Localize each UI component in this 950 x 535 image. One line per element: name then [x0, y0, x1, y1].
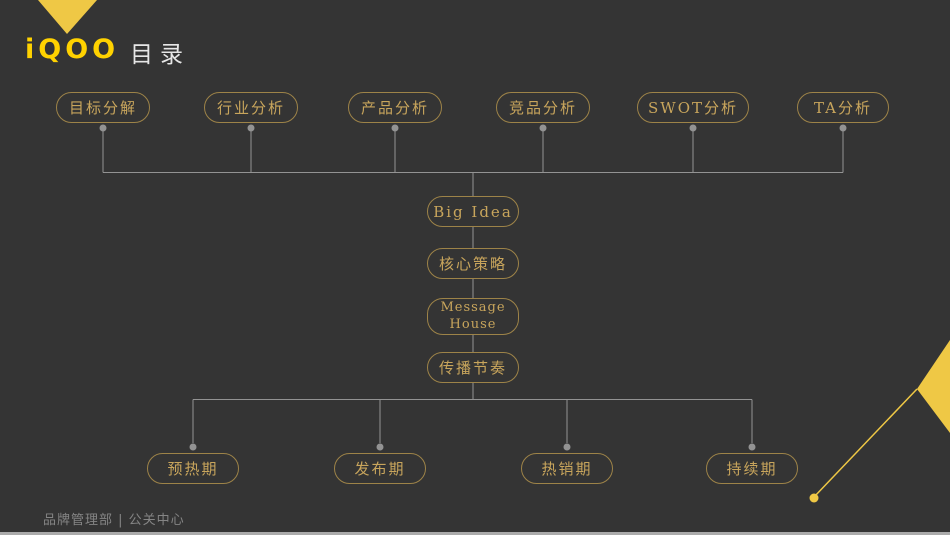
junction-dot	[391, 124, 399, 132]
junction-dot	[247, 124, 255, 132]
junction-dot	[99, 124, 107, 132]
diagram-node-launch-phase: 发布期	[334, 453, 426, 484]
junction-dot	[376, 443, 384, 451]
diagram-node-competitor-analysis: 竞品分析	[496, 92, 590, 123]
diagram-node-message-house: Message House	[427, 298, 519, 335]
diagram-node-warmup-phase: 预热期	[147, 453, 239, 484]
decor-diagonal-line	[813, 388, 918, 498]
diagram-node-core-strategy: 核心策略	[427, 248, 519, 279]
junction-dot	[748, 443, 756, 451]
decor-dot	[809, 493, 819, 503]
diagram-node-swot-analysis: SWOT分析	[637, 92, 749, 123]
junction-dot	[539, 124, 547, 132]
diagram-node-comm-rhythm: 传播节奏	[427, 352, 519, 383]
diagram-node-sustain-phase: 持续期	[706, 453, 798, 484]
bottom-edge-strip	[0, 532, 950, 535]
iqoo-logo: iQOO	[25, 34, 120, 65]
junction-dot	[189, 443, 197, 451]
diagram-node-ta-analysis: TA分析	[797, 92, 889, 123]
page-title: 目录	[130, 42, 190, 68]
diagram-node-industry-analysis: 行业分析	[204, 92, 298, 123]
diagram-node-product-analysis: 产品分析	[348, 92, 442, 123]
corner-triangle-right	[917, 340, 950, 433]
diagram-node-big-idea: Big Idea	[427, 196, 519, 227]
footer-department-label: 品牌管理部 | 公关中心	[43, 513, 185, 528]
diagram-node-goal-breakdown: 目标分解	[56, 92, 150, 123]
corner-triangle-top-left	[38, 0, 97, 34]
junction-dot	[563, 443, 571, 451]
junction-dot	[689, 124, 697, 132]
junction-dot	[839, 124, 847, 132]
diagram-node-hotsale-phase: 热销期	[521, 453, 613, 484]
